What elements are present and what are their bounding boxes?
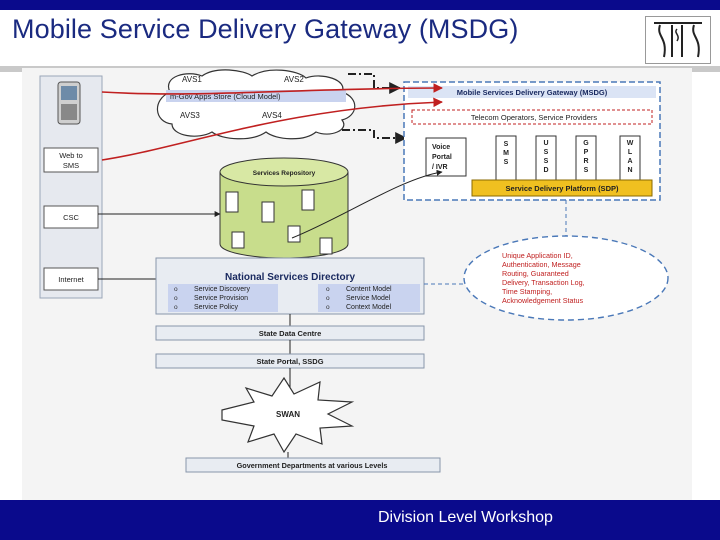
channel-csc-label: CSC: [63, 213, 79, 222]
services-repository-cylinder: [219, 157, 349, 259]
voice-portal-line-1: Voice: [432, 144, 450, 151]
ussd-letter-1: U: [543, 140, 548, 147]
mobile-phone-icon: [57, 81, 81, 125]
telecom-operators-label: Telecom Operators, Service Providers: [471, 113, 598, 122]
swan-label: SWAN: [276, 410, 300, 419]
ellipse-line-5: Time Stamping,: [502, 287, 552, 296]
ussd-letter-2: S: [544, 149, 549, 156]
voice-portal-line-2: Portal: [432, 154, 452, 161]
footer-text: Division Level Workshop: [378, 509, 553, 526]
footer-bar: [0, 500, 720, 540]
nsd-right-bullet-3: o: [326, 304, 330, 311]
nsd-title: National Services Directory: [225, 272, 355, 283]
sms-letter-1: S: [504, 141, 509, 148]
cloud-avs3: AVS3: [180, 111, 200, 120]
voice-portal-line-3: / IVR: [432, 164, 448, 171]
nsd-left-item-3: Service Policy: [194, 304, 238, 311]
telecom-operators-box: [411, 109, 653, 125]
repository-documents: [225, 189, 333, 255]
slide-title: Mobile Service Delivery Gateway (MSDG): [12, 14, 519, 44]
ussd-letter-4: D: [543, 167, 548, 174]
nsd-right-band: [318, 284, 420, 312]
ellipse-line-4: Delivery, Transaction Log,: [502, 278, 585, 287]
nsd-right-bullet-2: o: [326, 295, 330, 302]
wlan-letter-1: W: [627, 140, 634, 147]
msdg-header-band: [408, 86, 656, 98]
channel-web-to-sms-label-1: Web to: [59, 151, 83, 160]
red-arrow-web-to-sms: [101, 97, 443, 161]
sms-letter-3: S: [504, 159, 509, 166]
cloud-label: m-Gov Apps Store (Cloud Model): [170, 92, 281, 101]
apps-store-cloud: [156, 69, 356, 140]
logo-mark-icon: [654, 22, 702, 58]
cloud-avs4: AVS4: [262, 111, 282, 120]
govt-departments-label: Government Departments at various Levels: [237, 461, 388, 470]
cloud-avs2: AVS2: [284, 75, 304, 84]
nsd-left-bullet-3: o: [174, 304, 178, 311]
wlan-letter-2: L: [628, 149, 633, 156]
nsd-left-item-2: Service Provision: [194, 295, 248, 302]
ellipse-line-3: Routing, Guaranteed: [502, 269, 569, 278]
voice-portal-box: [425, 137, 467, 177]
wlan-letter-3: A: [627, 158, 632, 165]
state-portal-label: State Portal, SSDG: [256, 357, 323, 366]
sdp-bar: [471, 179, 653, 197]
nsd-left-bullet-2: o: [174, 295, 178, 302]
msdg-header: Mobile Services Delivery Gateway (MSDG): [457, 88, 608, 97]
nsd-right-item-1: Content Model: [346, 286, 392, 293]
channel-csc: [43, 205, 99, 229]
sms-letter-2: M: [503, 150, 509, 157]
nsd-left-item-1: Service Discovery: [194, 286, 251, 293]
cloud-avs1: AVS1: [182, 75, 202, 84]
gprs-letter-4: S: [584, 167, 589, 174]
nsd-right-bullet-1: o: [326, 286, 330, 293]
channel-web-to-sms: [43, 147, 99, 173]
swan-starburst: [221, 376, 355, 454]
state-data-centre-label: State Data Centre: [259, 329, 322, 338]
red-arrow-phone: [101, 83, 443, 95]
channel-internet-label: Internet: [58, 275, 84, 284]
ellipse-line-2: Authentication, Message: [502, 260, 581, 269]
ussd-letter-3: S: [544, 158, 549, 165]
ellipse-line-1: Unique Application ID,: [502, 251, 573, 260]
repository-to-voice-portal-line: [291, 169, 443, 239]
wlan-letter-4: N: [627, 167, 632, 174]
channel-web-to-sms-label-2: SMS: [63, 161, 79, 170]
nsd-left-bullet-1: o: [174, 286, 178, 293]
nsd-right-item-3: Context Model: [346, 304, 392, 311]
gprs-letter-2: P: [584, 149, 589, 156]
gprs-letter-1: G: [583, 140, 589, 147]
msdg-diagram: Web to SMS CSC Internet AVS1 AVS2 m-Gov …: [22, 68, 692, 500]
logo: [645, 16, 711, 64]
repository-label: Services Repository: [253, 170, 316, 177]
cloud-msdg-connector-bottom: [342, 129, 408, 144]
sdp-label: Service Delivery Platform (SDP): [506, 184, 619, 193]
nsd-left-band: [168, 284, 278, 312]
nsd-right-item-2: Service Model: [346, 295, 391, 302]
ellipse-line-6: Acknowledgement Status: [502, 296, 584, 305]
top-bar: [0, 0, 720, 10]
govt-departments-box: [185, 457, 441, 473]
gprs-letter-3: R: [583, 158, 588, 165]
features-ellipse: [463, 235, 669, 321]
